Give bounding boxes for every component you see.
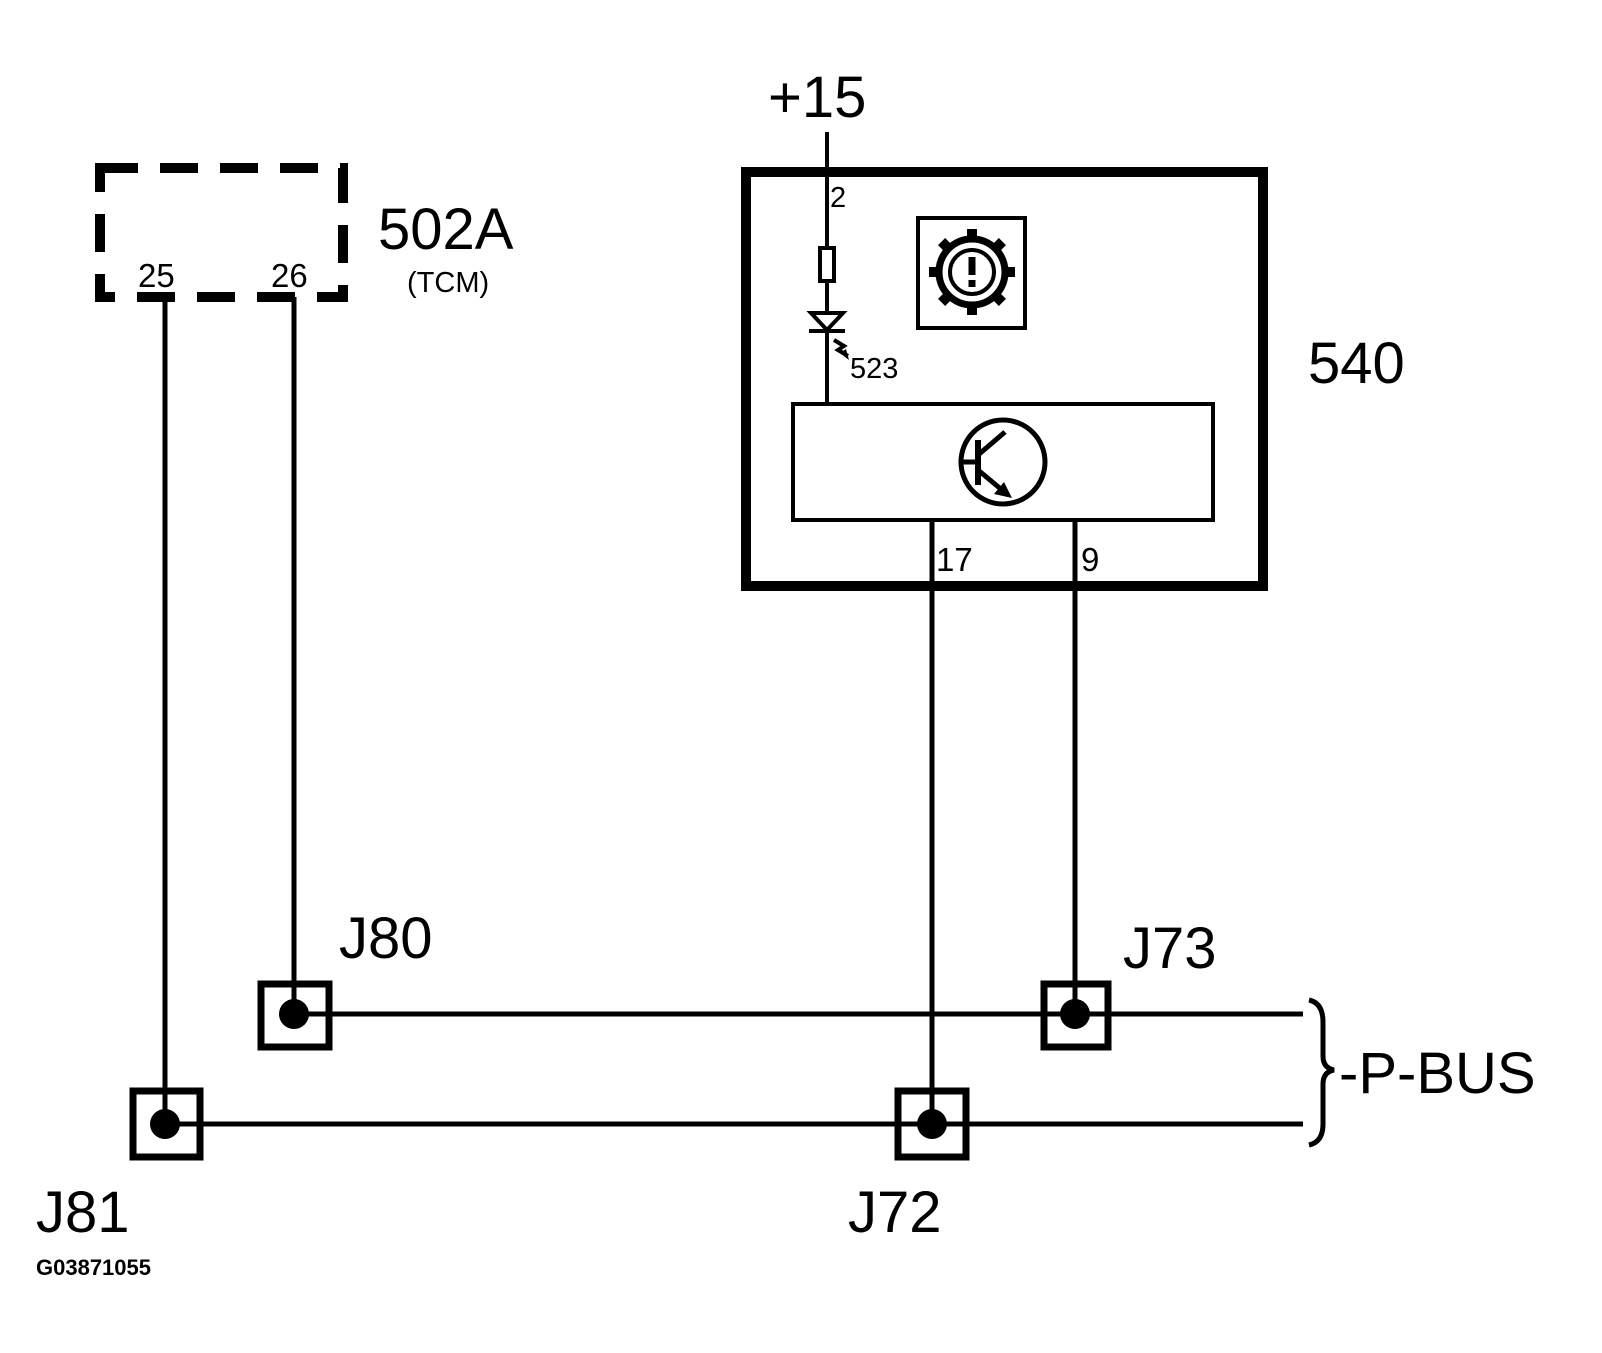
wires	[162, 297, 1303, 1127]
tcm-pin-25: 25	[138, 257, 175, 294]
led-label: 523	[850, 353, 898, 385]
tcm-dashed-outline	[95, 163, 348, 302]
tcm-module: 502A (TCM) 25 26	[95, 163, 514, 302]
tcm-sublabel: (TCM)	[407, 267, 489, 299]
bus-brace	[1308, 997, 1335, 1148]
junction-j72: J72	[848, 1087, 970, 1245]
junction-j81: J81	[36, 1087, 204, 1245]
module-540-outline	[741, 167, 1268, 591]
module-540: 540 +15 2 523	[741, 65, 1405, 591]
j72-label: J72	[848, 1180, 942, 1245]
j81-label: J81	[36, 1180, 130, 1245]
bus-label: -P-BUS	[1339, 1041, 1536, 1106]
tcm-label: 502A	[378, 197, 514, 262]
gear-warning-icon	[916, 216, 1027, 330]
figure-id: G03871055	[36, 1255, 151, 1280]
module-540-pin-2: 2	[830, 182, 846, 214]
j73-label: J73	[1123, 916, 1217, 981]
supply-label: +15	[768, 65, 866, 130]
module-540-label: 540	[1308, 331, 1405, 396]
transistor-icon	[958, 417, 1048, 507]
junction-j73: J73	[1040, 916, 1217, 1051]
led-523-icon	[806, 311, 850, 360]
module-540-pin-9: 9	[1081, 541, 1099, 578]
junction-j80: J80	[257, 906, 433, 1051]
j80-label: J80	[339, 906, 433, 971]
module-540-pin-17: 17	[936, 541, 973, 578]
tcm-pin-26: 26	[271, 257, 308, 294]
resistor-symbol	[818, 246, 836, 283]
